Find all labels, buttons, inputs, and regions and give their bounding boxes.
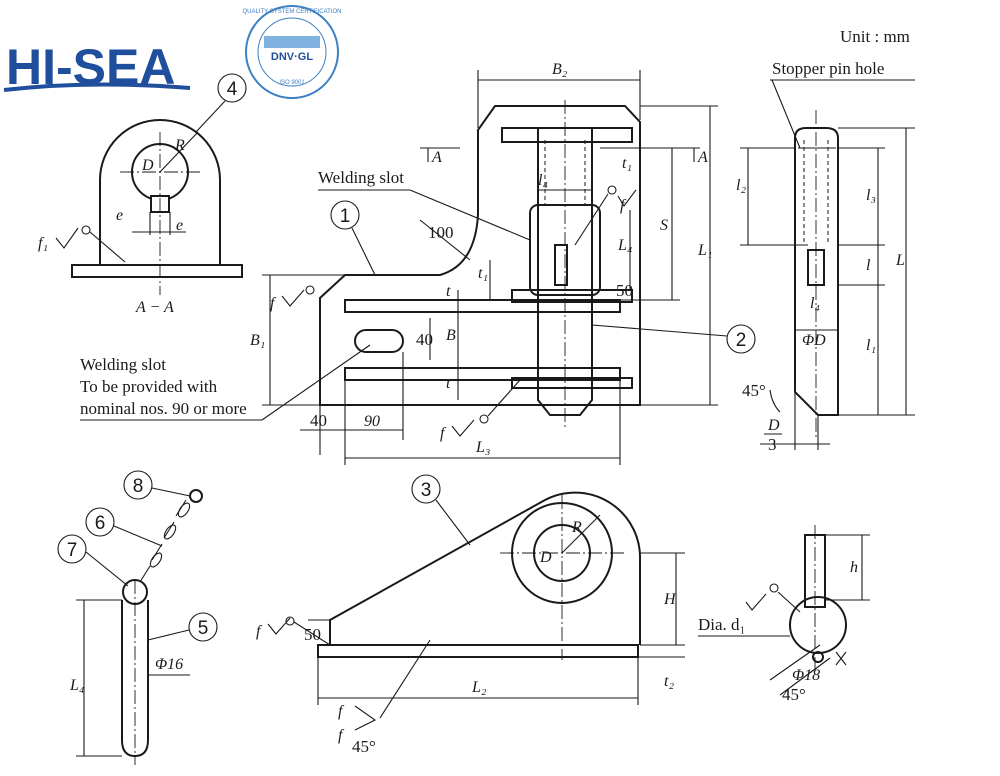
dim-s: S bbox=[660, 217, 668, 234]
welding-slot-note-2-line2: To be provided with bbox=[80, 377, 218, 396]
pin-stub-detail: h Dia. d₁ Φ18 45° bbox=[698, 525, 870, 704]
main-front-view: A A B₂ L₁ S t₁ l₄ L₄ 50 t₁ B₁ bbox=[80, 61, 756, 465]
balloon-1 bbox=[330, 200, 360, 230]
dnv-certification-badge: DNV·GL ISO 9001 QUALITY SYSTEM CERTIFICA… bbox=[242, 5, 342, 99]
dim-r-aa: R bbox=[174, 137, 185, 154]
svg-text:1: 1 bbox=[340, 206, 351, 227]
dim-40-horiz: 40 bbox=[310, 411, 327, 430]
dim-45-side: 45° bbox=[742, 381, 766, 400]
dim-100: 100 bbox=[428, 223, 454, 242]
badge-text: DNV·GL bbox=[271, 51, 313, 63]
dim-t-1: t bbox=[446, 283, 451, 300]
section-arrow-a-left: A bbox=[431, 149, 442, 166]
dim-b: B bbox=[446, 327, 456, 344]
unit-label: Unit : mm bbox=[840, 27, 910, 46]
balloon-3 bbox=[411, 474, 441, 504]
welding-slot-note-2-line1: Welding slot bbox=[80, 355, 166, 374]
dim-d-aa: D bbox=[141, 157, 154, 174]
dim-l1-main: L₁ bbox=[697, 242, 712, 259]
dim-h: H bbox=[663, 591, 677, 608]
dia-d1-label: Dia. d₁ bbox=[698, 615, 745, 634]
dim-phi18: Φ18 bbox=[792, 667, 820, 684]
stopper-pin-with-chain: L₄ Φ16 8 6 7 5 bbox=[57, 470, 218, 765]
dim-l2: l₂ bbox=[736, 177, 746, 194]
dim-50-main: 50 bbox=[616, 281, 633, 300]
dim-l4-side: l₄ bbox=[810, 295, 820, 312]
bracket-view: R D H t₂ 50 L₂ f f f 45° 3 bbox=[256, 474, 685, 756]
dim-e-1: e bbox=[116, 207, 123, 224]
balloon-4 bbox=[217, 73, 247, 103]
weld-f-minus: f bbox=[338, 703, 345, 720]
svg-text:4: 4 bbox=[227, 79, 238, 100]
dim-t1-top: t₁ bbox=[622, 155, 632, 172]
dim-b2: B₂ bbox=[552, 61, 568, 78]
dim-50-bracket: 50 bbox=[304, 625, 321, 644]
balloon-7 bbox=[57, 534, 87, 564]
badge-ring-text: QUALITY SYSTEM CERTIFICATION bbox=[242, 9, 341, 15]
weld-f-pin: f bbox=[620, 197, 627, 214]
section-arrow-a-right: A bbox=[697, 149, 708, 166]
dim-90: 90 bbox=[364, 413, 380, 430]
balloon-2 bbox=[726, 324, 756, 354]
badge-iso: ISO 9001 bbox=[279, 80, 305, 86]
dim-l3: L₃ bbox=[475, 439, 490, 456]
dim-45-detail: 45° bbox=[782, 685, 806, 704]
dim-40-vert: 40 bbox=[416, 330, 433, 349]
dim-phi16: Φ16 bbox=[155, 656, 183, 673]
dim-t2: t₂ bbox=[664, 673, 674, 690]
side-view-pin: L l₃ l l₁ l₂ l₄ ΦD 45° D 3 bbox=[736, 110, 915, 454]
dim-e-2: e bbox=[176, 217, 183, 234]
dim-t1-mid: t₁ bbox=[478, 265, 488, 282]
welding-slot-note-2-line3: nominal nos. 90 or more bbox=[80, 399, 247, 418]
dim-t-2: t bbox=[446, 375, 451, 392]
dim-l2-bracket: L₂ bbox=[471, 679, 487, 696]
svg-text:7: 7 bbox=[67, 540, 78, 561]
weld-f-below: f bbox=[338, 727, 345, 744]
dim-l4-main: L₄ bbox=[617, 237, 632, 254]
balloon-6 bbox=[85, 507, 115, 537]
dim-l3: l₃ bbox=[866, 187, 876, 204]
dim-b1: B₁ bbox=[250, 332, 265, 349]
dim-l4-pin: L₄ bbox=[69, 677, 84, 694]
weld-f1: f₁ bbox=[38, 235, 48, 252]
weld-f-bracket: f bbox=[256, 623, 263, 640]
svg-text:8: 8 bbox=[133, 476, 144, 497]
dim-r-bracket: R bbox=[571, 519, 582, 536]
svg-text:3: 3 bbox=[421, 480, 432, 501]
balloon-5 bbox=[188, 612, 218, 642]
section-a-a-view: R D e e f₁ A − A 4 bbox=[38, 73, 247, 316]
dim-l-small: l bbox=[866, 257, 871, 274]
dim-d-bracket: D bbox=[539, 549, 552, 566]
weld-f-bottom: f bbox=[440, 425, 447, 442]
dim-phi-d: ΦD bbox=[802, 332, 826, 349]
svg-text:2: 2 bbox=[736, 330, 747, 351]
welding-slot-note-1: Welding slot bbox=[318, 168, 404, 187]
svg-text:5: 5 bbox=[198, 618, 209, 639]
section-a-a-label: A − A bbox=[135, 299, 174, 316]
svg-text:6: 6 bbox=[95, 513, 106, 534]
weld-f-left: f bbox=[270, 295, 277, 312]
dim-l4-top: l₄ bbox=[538, 172, 548, 189]
hi-sea-logo: HI-SEA bbox=[3, 39, 191, 95]
dim-d3-num: D bbox=[767, 417, 780, 434]
dim-l-side: L bbox=[895, 252, 905, 269]
dim-h-small: h bbox=[850, 559, 858, 576]
dim-45-bracket: 45° bbox=[352, 737, 376, 756]
dim-d3-den: 3 bbox=[768, 435, 777, 454]
dim-l1-side: l₁ bbox=[866, 337, 876, 354]
balloon-8 bbox=[123, 470, 153, 500]
stopper-pin-hole-label: Stopper pin hole bbox=[772, 59, 884, 78]
